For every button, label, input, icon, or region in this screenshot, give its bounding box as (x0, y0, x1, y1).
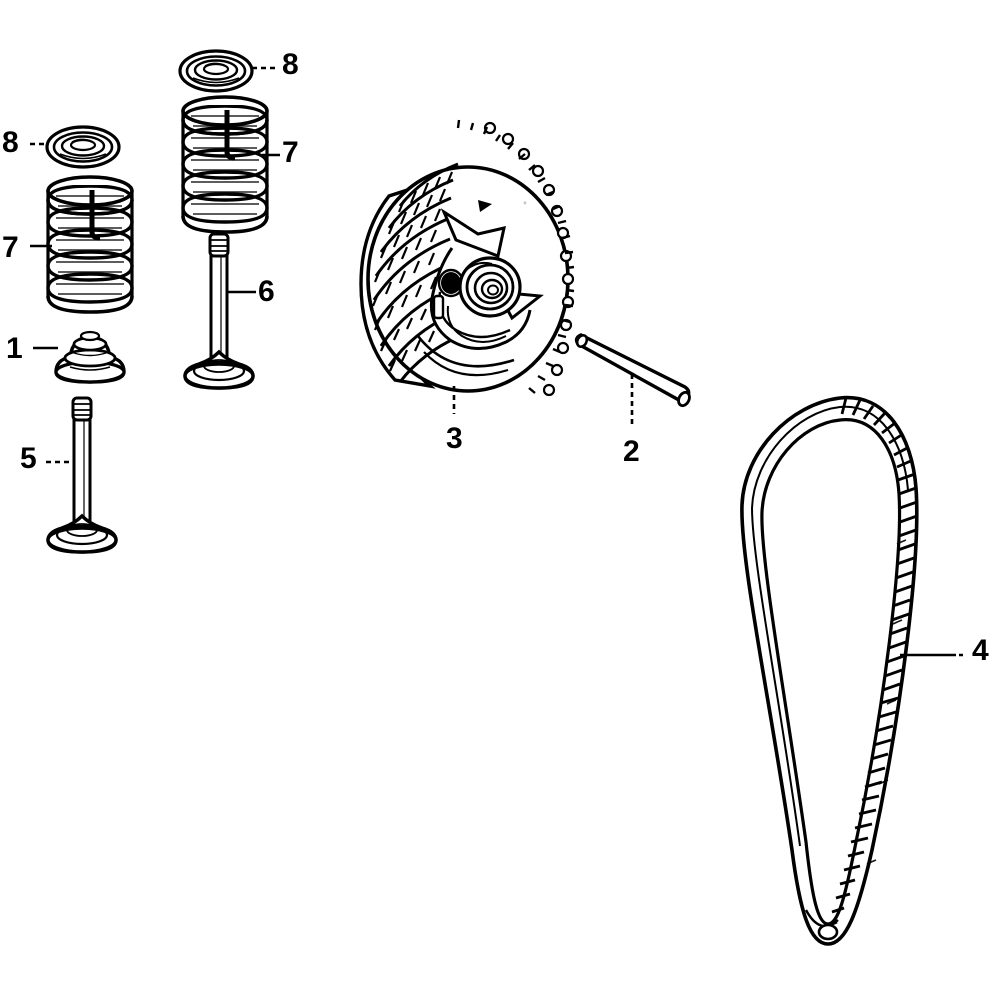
callout-label-7-left: 7 (2, 231, 19, 264)
valve-spring-left (46, 175, 134, 314)
leader-lines (30, 66, 966, 657)
valve-spring-retainer-left (45, 125, 121, 169)
callout-label-2: 2 (623, 435, 640, 468)
camshaft-pulley (359, 119, 575, 397)
callout-label-4: 4 (972, 634, 989, 667)
valve-spring-seat (54, 330, 126, 384)
valve-exhaust (46, 396, 118, 554)
callout-label-3: 3 (446, 422, 463, 455)
pulley-teeth (366, 119, 575, 397)
callout-label-8-left: 8 (2, 126, 19, 159)
pulley-hub-assembly (429, 200, 544, 350)
valve-intake (183, 232, 255, 390)
belt-teeth (823, 397, 918, 937)
dowel-pin (574, 333, 691, 408)
callout-label-7-right: 7 (282, 136, 299, 169)
valve-spring-right (181, 95, 269, 234)
callout-label-1-left: 1 (6, 332, 23, 365)
callout-label-8-right: 8 (282, 48, 299, 81)
callout-label-6-right: 6 (258, 275, 275, 308)
valve-spring-retainer-right (178, 49, 254, 93)
timing-belt (740, 395, 919, 946)
callout-label-5-left: 5 (20, 442, 37, 475)
